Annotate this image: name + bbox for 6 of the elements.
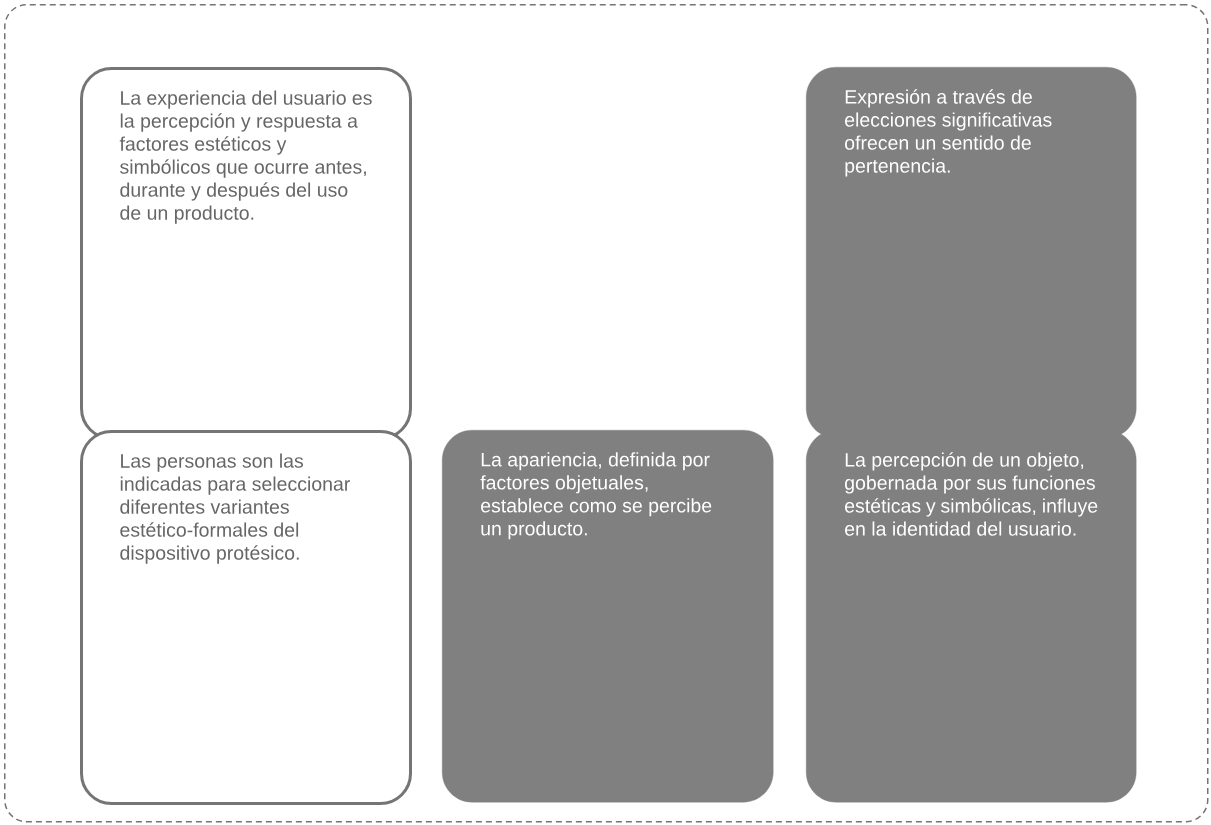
frame-box <box>4 4 1209 823</box>
filled-box: La apariencia, definida por factores objetuales, establece como se percibe un producto. <box>442 430 774 803</box>
filled-box: La percepción de un objeto, gobernada por sus funciones estéticas y simbólicas, influye en la identidad del usuario. <box>806 430 1137 803</box>
outlined-box: Las personas son las indicadas para seleccionar diferentes variantes estético-formales del dispositivo protésico. <box>80 430 412 805</box>
filled-box: Expresión a través de elecciones significativas ofrecen un sentido de pertenencia. <box>806 67 1137 439</box>
outlined-box: La experiencia del usuario es la percepción y respuesta a factores estéticos y simbólicos que ocurre antes, durante y después del uso de un producto. <box>80 67 412 440</box>
